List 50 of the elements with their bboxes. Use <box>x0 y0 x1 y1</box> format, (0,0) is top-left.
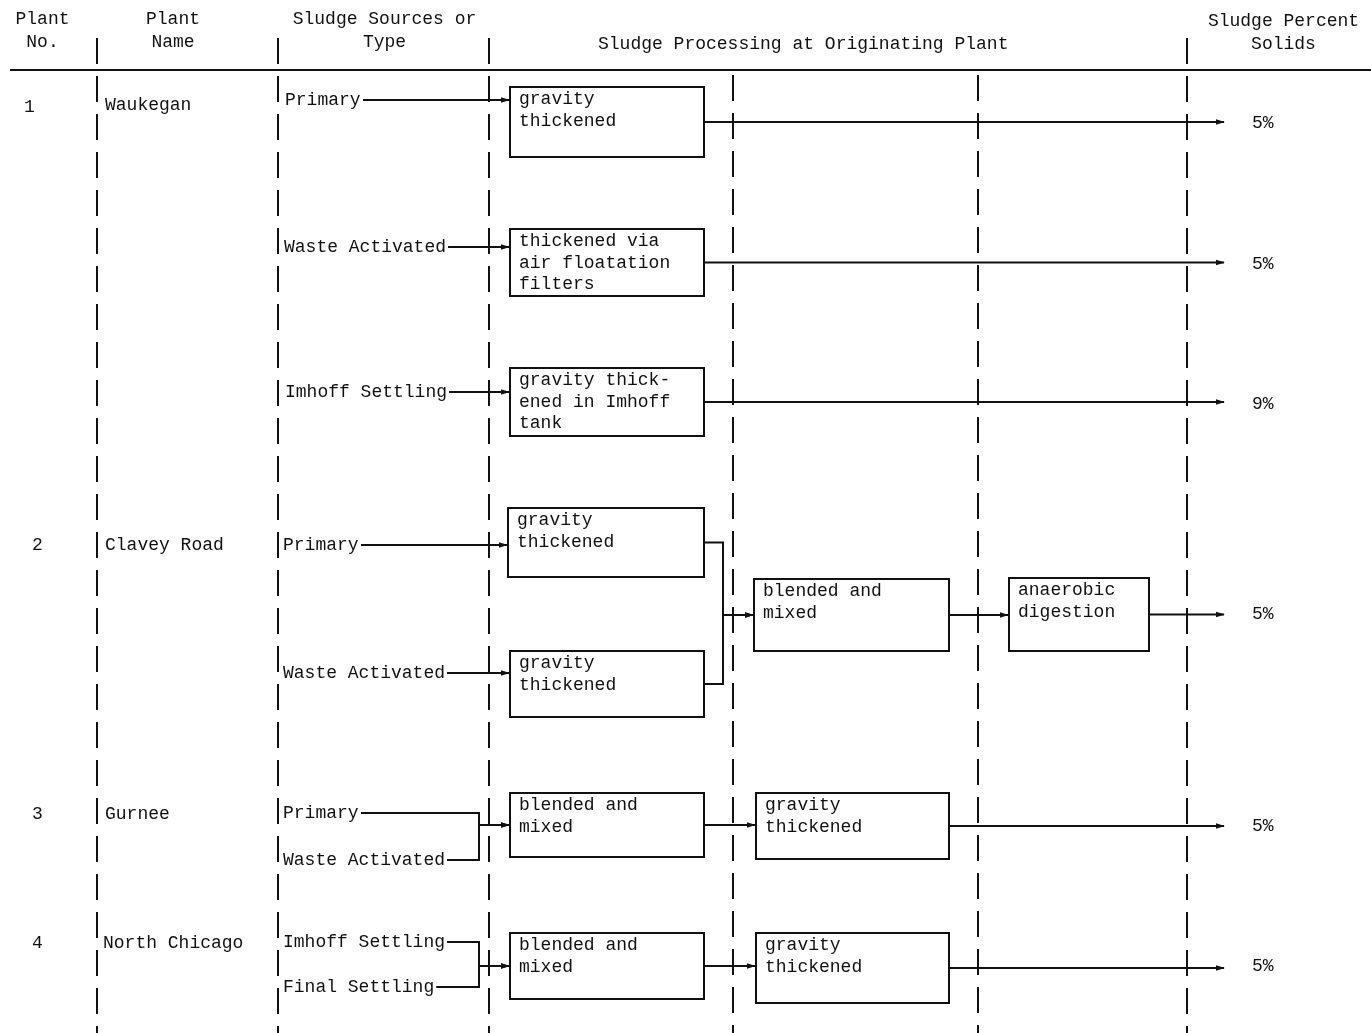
arrow <box>704 822 756 828</box>
arrow <box>949 965 1225 971</box>
arrow <box>1149 611 1225 618</box>
process-box: anaerobic digestion <box>1008 577 1150 652</box>
plant-number: 4 <box>32 932 44 955</box>
plant-number: 2 <box>32 534 44 557</box>
arrow <box>704 963 756 969</box>
arrow <box>704 119 1225 125</box>
sludge-source: Primary <box>281 802 361 824</box>
arrow <box>446 822 510 861</box>
column-header: Plant Name <box>145 8 201 53</box>
arrow <box>435 963 510 988</box>
process-box: gravity thickened <box>755 792 950 860</box>
process-box: gravity thick- ened in Imhoff tank <box>509 367 705 437</box>
arrow <box>704 259 1225 266</box>
process-box: gravity thickened <box>509 650 705 718</box>
sludge-source: Primary <box>283 89 363 111</box>
arrow <box>704 399 1225 405</box>
percent-value: 9% <box>1224 392 1274 416</box>
plant-name: Gurnee <box>105 803 171 826</box>
percent-value: 5% <box>1224 252 1274 276</box>
process-box: gravity thickened <box>755 932 950 1004</box>
percent-value: 5% <box>1224 111 1274 135</box>
column-header: Sludge Processing at Originating Plant <box>598 33 1010 56</box>
plant-name: Waukegan <box>105 94 193 117</box>
plant-number: 1 <box>24 96 36 119</box>
process-box: gravity thickened <box>509 86 705 158</box>
process-box: blended and mixed <box>753 578 950 652</box>
percent-value: 5% <box>1224 602 1274 626</box>
column-header: Sludge Sources or Type <box>292 8 477 53</box>
plant-number: 3 <box>32 803 44 826</box>
process-box: blended and mixed <box>509 792 705 858</box>
column-header: Sludge Percent Solids <box>1206 10 1361 55</box>
arrow <box>448 389 510 395</box>
percent-value: 5% <box>1224 954 1274 978</box>
sludge-source: Primary <box>281 534 361 556</box>
arrow <box>359 542 508 548</box>
arrow <box>949 612 1009 618</box>
column-header: Plant No. <box>14 8 71 53</box>
process-box: blended and mixed <box>509 932 705 1000</box>
arrow <box>447 244 510 250</box>
arrow <box>704 612 754 685</box>
arrow <box>949 823 1225 829</box>
process-box: gravity thickened <box>507 507 705 578</box>
plant-name: North Chicago <box>103 932 245 955</box>
percent-value: 5% <box>1224 814 1274 838</box>
plant-name: Clavey Road <box>105 534 225 557</box>
arrow <box>361 97 510 103</box>
arrow <box>446 670 510 676</box>
process-box: thickened via air floatation filters <box>509 228 705 297</box>
